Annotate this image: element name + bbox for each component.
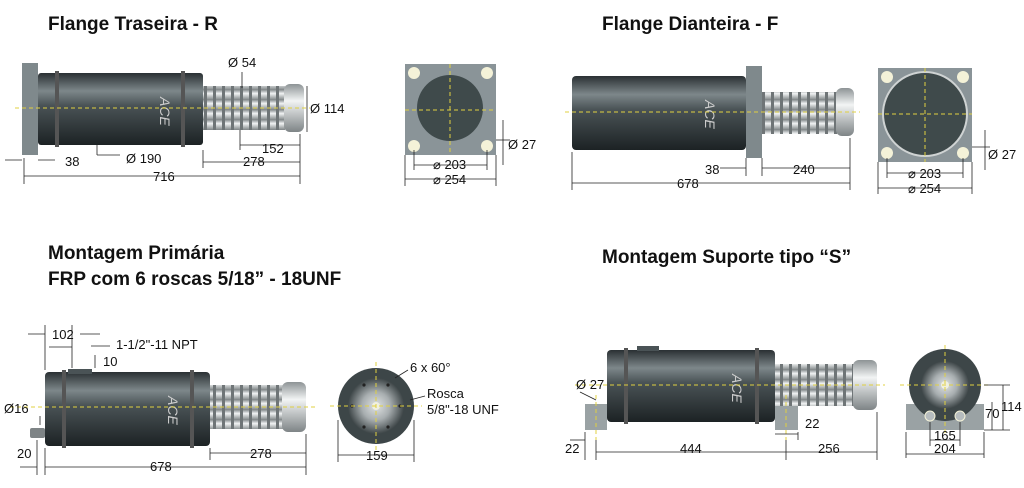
dim-spring-length: 240 [793,162,815,177]
front-flange-end-view: Ø 27 ⌀ 203 ⌀ 254 [877,68,1016,196]
dim-flange-thickness: 38 [705,162,719,177]
brand-logo: ACE [165,395,181,425]
dim-overall-length: 716 [153,169,175,184]
s-mount-side-view: ACE Ø 27 22 444 22 256 [565,346,885,460]
s-mount-title: Montagem Suporte tipo “S” [602,247,851,268]
dim-base-width: 204 [934,441,956,456]
dim-flange-thickness: 38 [65,154,79,169]
dim-foot-spacing: 444 [680,441,702,456]
front-flange-side-view: ACE 38 240 678 [565,66,860,191]
primary-mount-section: Montagem Primária FRP com 6 roscas 5/18”… [4,243,499,475]
front-flange-section: Flange Dianteira - F ACE 38 240 678 [565,14,1016,196]
dim-overall-length: 678 [677,176,699,191]
dim-face-diameter: 159 [366,448,388,463]
dim-hole-diameter: Ø 27 [988,147,1016,162]
dim-port-thread: 1-1/2"-11 NPT [116,337,198,352]
dim-front-extension: 256 [818,441,840,456]
primary-mount-end-view: 6 x 60° Rosca 5/8"-18 UNF 159 [330,360,499,463]
dim-body-diameter: Ø 190 [126,151,161,166]
dim-hole-diameter: Ø 27 [508,137,536,152]
rear-flange-end-view: Ø 27 ⌀ 203 ⌀ 254 [404,64,536,187]
return-spring [203,86,285,130]
dim-pin-length: 20 [17,446,31,461]
cylinder-body [45,372,210,446]
piston-cap [284,84,304,132]
dim-overall-length: 678 [150,459,172,474]
mounting-pin [30,428,45,438]
s-mount-section: Montagem Suporte tipo “S” ACE Ø 27 22 44… [565,247,1022,460]
label-rosca: Rosca [427,386,465,401]
rear-flange-title: Flange Traseira - R [48,14,218,35]
brand-logo: ACE [702,99,718,129]
dim-port-height: 10 [103,354,117,369]
dim-base-height: 70 [985,406,999,421]
brand-logo: ACE [157,96,173,126]
return-spring [762,92,838,134]
rear-flange-side-view: ACE Ø 54 Ø 114 38 Ø 190 278 152 716 [5,55,344,184]
rear-flange-section: Flange Traseira - R ACE Ø 54 Ø 114 38 Ø … [5,14,536,187]
front-flange-title: Flange Dianteira - F [602,14,778,35]
dim-hole-pitch: ⌀ 203 [433,157,466,172]
s-mount-end-view: 114 70 165 204 [900,345,1022,458]
cylinder-body [607,350,775,422]
npt-port [68,369,92,374]
primary-mount-side-view: ACE 102 1-1/2"-11 NPT 10 Ø16 20 278 678 [4,325,318,475]
dim-flange-size: ⌀ 254 [433,172,466,187]
cylinder-body [38,73,203,145]
dim-stroke: 278 [243,154,265,169]
dim-foot-hole-diameter: Ø 27 [576,377,604,392]
dim-thread-spec: 5/8"-18 UNF [427,402,499,417]
dim-stroke: 278 [250,446,272,461]
cylinder-body [572,76,746,150]
dim-rear-foot-offset: 22 [565,441,579,456]
primary-mount-title: Montagem Primária [48,243,225,264]
brand-logo: ACE [729,373,745,403]
dim-cap-diameter: Ø 114 [310,101,344,116]
primary-mount-subtitle: FRP com 6 roscas 5/18” - 18UNF [48,269,341,290]
dim-hole-pitch: ⌀ 203 [908,166,941,181]
dim-flange-size: ⌀ 254 [908,181,941,196]
dim-center-height: 114 [1001,399,1022,414]
dim-port-offset: 102 [52,327,74,342]
dim-spring-length: 152 [262,141,284,156]
dim-rod-diameter: Ø 54 [228,55,256,70]
dim-front-foot-width: 22 [805,416,819,431]
flange-plate [22,63,38,155]
dim-hole-spacing: 165 [934,428,956,443]
dim-pin-diameter: Ø16 [4,401,29,416]
dim-hole-pattern: 6 x 60° [410,360,451,375]
